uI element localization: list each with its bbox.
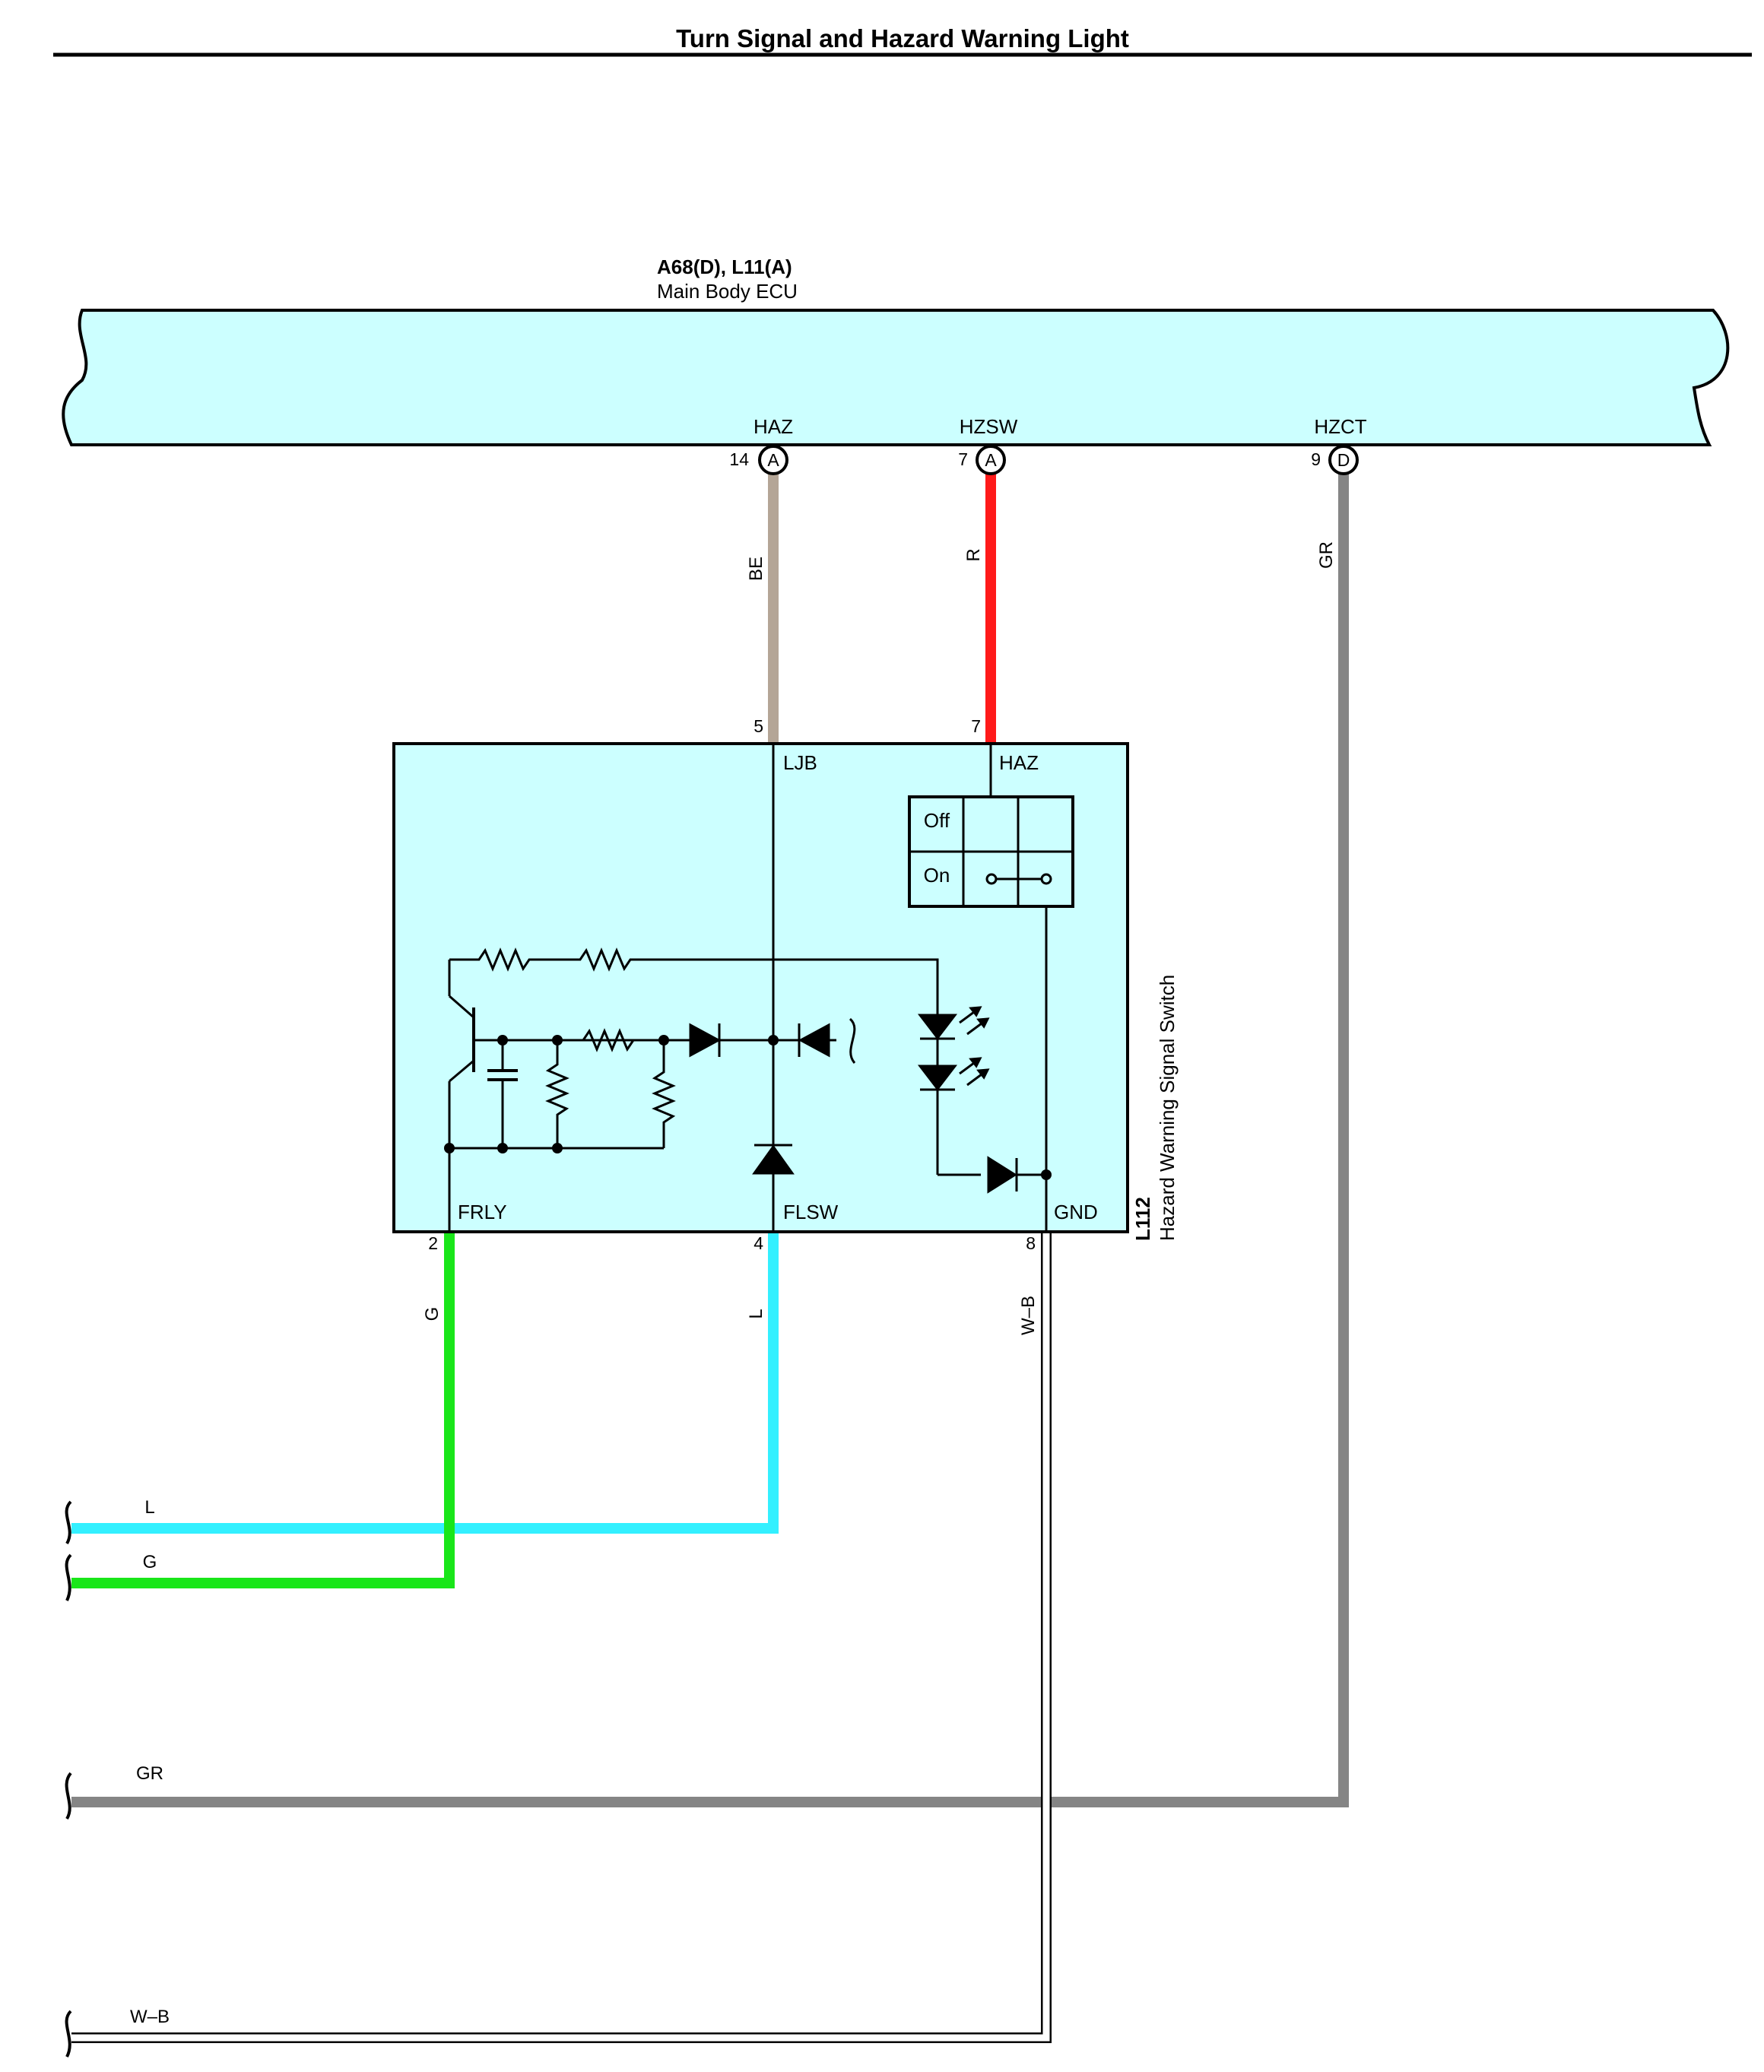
wire-break-marks [65,1500,72,2058]
switch-code: L112 [1131,1197,1154,1241]
switch-body [392,742,1129,1233]
switch-terminal-ljb: LJB [783,751,817,774]
wire-label-be: BE [746,557,766,581]
ecu-code: A68(D), L11(A) [657,255,792,278]
switch-pin-4: 4 [754,1233,763,1253]
wire-label-gr: GR [1316,541,1337,569]
ecu-body [62,309,1730,446]
ecu-terminal-hzct: HZCT [1314,415,1366,438]
break-mark-gr [65,1772,72,1820]
switch-state-off: Off [924,809,950,832]
ecu-terminal-haz: HAZ [754,415,793,438]
switch-pin-2: 2 [428,1233,438,1253]
led-light-arrows [959,1006,990,1087]
svg-text:A: A [767,450,779,470]
switch-pin-5: 5 [754,716,763,736]
ecu-terminal-hzsw: HZSW [960,415,1018,438]
break-mark-l [65,1500,72,1545]
junction-dots [444,1035,1052,1180]
wire-w-b-outline [71,1233,1052,2043]
diagram-title: Turn Signal and Hazard Warning Light [676,24,1129,52]
wire-label-l: L [746,1309,766,1318]
side-label-g: G [143,1552,157,1572]
switch-pin-7: 7 [971,716,981,736]
ecu-pin-14: 14 [729,449,749,469]
wire-gr [71,473,1349,1807]
svg-text:D: D [1337,450,1350,470]
switch-terminal-gnd: GND [1054,1201,1098,1223]
ecu-pin-7: 7 [958,449,968,469]
ecu-pin-9: 9 [1311,449,1321,469]
side-label-w-b: W–B [130,2007,170,2027]
svg-text:A: A [985,450,997,470]
switch-terminal-flsw: FLSW [783,1201,839,1223]
side-label-gr: GR [136,1763,163,1784]
break-mark-w-b [65,2010,72,2058]
switch-name: Hazard Warning Signal Switch [1156,975,1179,1241]
wire-label-g: G [422,1307,443,1322]
wire-label-r: R [963,548,984,561]
switch-pin-8: 8 [1026,1233,1036,1253]
break-mark-g [65,1553,72,1601]
ecu-name: Main Body ECU [657,280,798,303]
ecu-connector-haz: A [758,445,788,475]
switch-terminal-frly: FRLY [458,1201,507,1223]
wire-l [71,1233,779,1534]
ecu-connector-hzsw: A [976,445,1006,475]
wire-label-w-b: W–B [1018,1296,1039,1335]
diode-symbols [689,1014,1018,1194]
wire-g [71,1233,455,1588]
wire-w-b [71,1233,1050,2042]
switch-state-on: On [924,864,950,887]
switch-terminal-haz: HAZ [999,751,1039,774]
side-label-l: L [144,1497,154,1518]
ecu-connector-hzct: D [1328,445,1359,475]
